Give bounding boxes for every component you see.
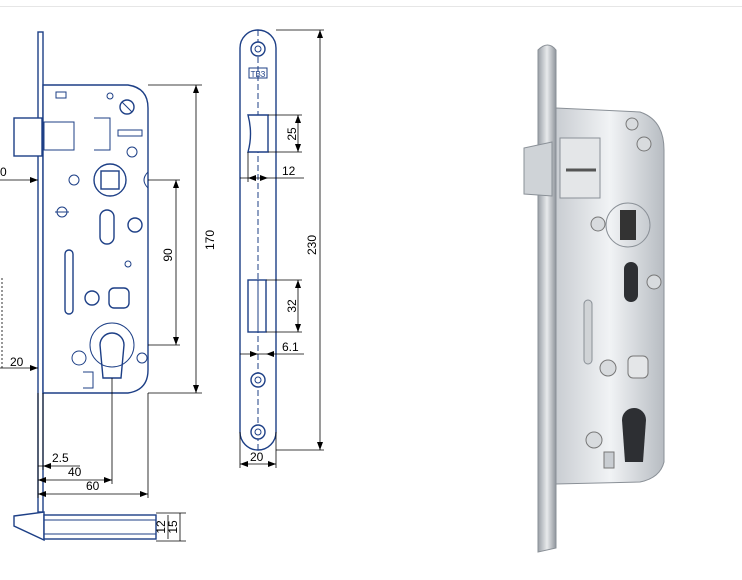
faceplate-front-view: ТВЗ xyxy=(239,29,277,451)
faceplate-stamp: ТВЗ xyxy=(251,70,266,79)
photo-screw-top xyxy=(625,117,639,131)
dim-bolt-height: 32 xyxy=(285,299,299,313)
photo-case-body xyxy=(555,107,665,485)
photo-latch xyxy=(523,141,553,197)
dim-backset: 40 xyxy=(68,465,82,479)
screw-middle xyxy=(127,217,143,233)
case-profile-body xyxy=(43,514,157,540)
dim-faceplate-length: 230 xyxy=(305,235,319,255)
dim-latch-projection: 12 xyxy=(282,164,296,178)
bolt-opening xyxy=(247,279,267,333)
latch-lever xyxy=(94,117,111,151)
long-vertical-slot xyxy=(64,249,74,315)
spring-slot xyxy=(117,129,143,137)
photo-faceplate xyxy=(537,44,557,553)
photo-spindle-square xyxy=(620,210,636,240)
dim-case-thickness-inner: 12 xyxy=(154,520,168,534)
dim-case-height: 170 xyxy=(203,230,217,250)
latch-opening xyxy=(247,114,269,153)
faceplate-stamp-box xyxy=(248,67,268,79)
square-knob xyxy=(108,287,130,309)
lock-case-front-view xyxy=(13,31,149,513)
dim-backset-partial: 0 xyxy=(0,165,7,179)
photo-long-slot xyxy=(583,299,593,365)
photo-cylinder-cutout xyxy=(622,408,646,462)
faceplate-profile-tip xyxy=(13,511,45,542)
faceplate-side-strip xyxy=(37,31,44,513)
case-body-outline xyxy=(42,84,149,394)
faceplate-dimensions: 230 25 12 32 6.1 20 xyxy=(239,29,324,468)
faceplate-screw-bottom xyxy=(250,424,266,440)
dim-bolt-offset: 6.1 xyxy=(282,340,299,354)
oval-slot xyxy=(99,209,115,245)
latch-mechanism xyxy=(43,121,75,151)
dim-faceplate-width: 20 xyxy=(250,450,264,464)
faceplate-screw-middle xyxy=(250,372,266,388)
lock-product-photo xyxy=(523,44,665,553)
dim-side-offset: 20 xyxy=(10,355,24,369)
photo-screw-lower xyxy=(599,359,617,377)
dim-spindle-to-cylinder: 90 xyxy=(161,248,175,262)
photo-latch-window xyxy=(559,137,601,199)
lock-case-bottom-profile: 12 15 xyxy=(13,511,186,542)
dim-faceplate-thickness: 2.5 xyxy=(52,451,69,465)
top-separator-line xyxy=(0,6,742,7)
faceplate-screw-top xyxy=(250,41,266,57)
spindle-square xyxy=(100,170,120,190)
small-slot-top xyxy=(55,91,67,99)
latch-bolt xyxy=(13,117,43,157)
dim-case-depth: 60 xyxy=(86,479,100,493)
dim-case-thickness-outer: 15 xyxy=(166,520,180,534)
photo-oval-slot xyxy=(624,262,638,302)
dim-latch-height: 25 xyxy=(285,127,299,141)
screw-lower xyxy=(84,290,100,306)
front-view-dimensions: 170 90 0 20 2.5 40 60 xyxy=(0,84,217,498)
cylinder-profile-cutout xyxy=(99,332,125,379)
